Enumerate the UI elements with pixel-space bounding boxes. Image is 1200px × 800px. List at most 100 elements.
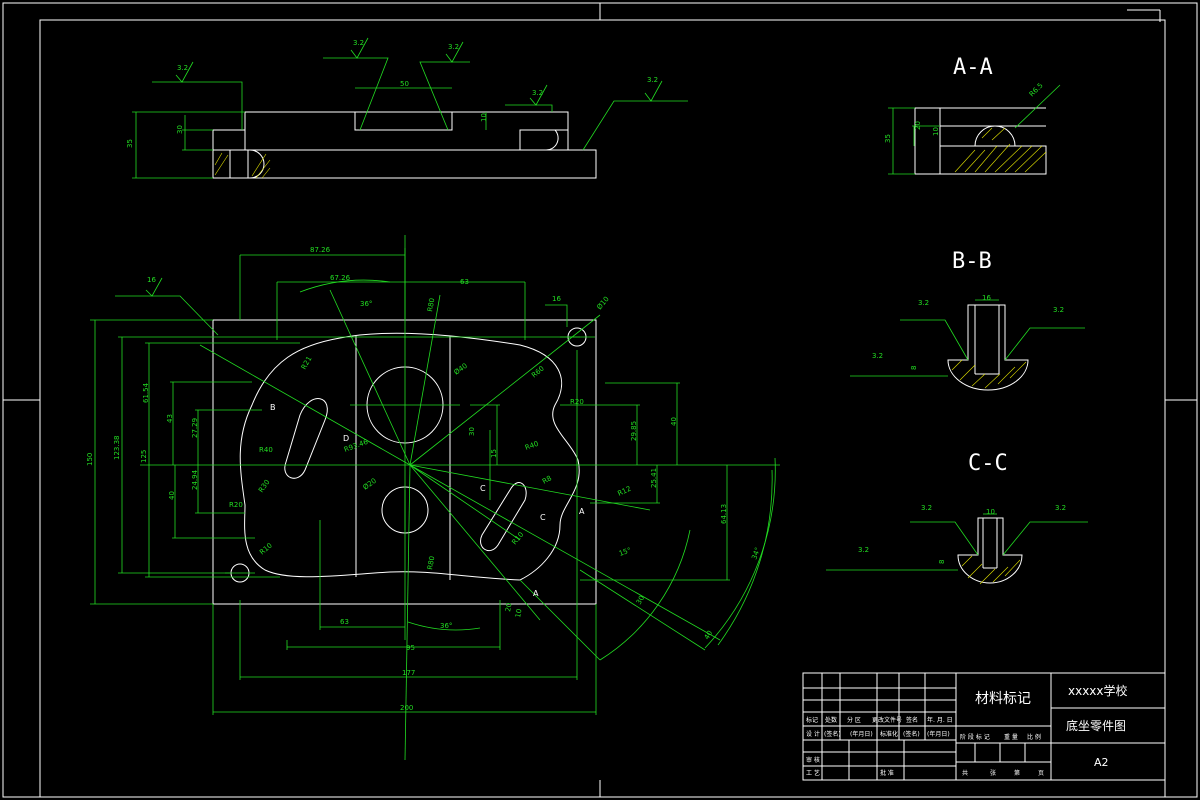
left-dims (90, 319, 580, 605)
dim-27: 27.29 (191, 418, 199, 438)
title-block: 材料标记 xxxxx学校 底坐零件图 A2 标记 处数 分 区 更改文件号 签名… (802, 672, 1166, 781)
tb-standard-date: (年月日) (927, 730, 950, 738)
label-phi40: Ø40 (453, 362, 469, 377)
label-r10b: R10 (510, 531, 525, 547)
paper-size: A2 (1094, 756, 1109, 769)
c-rough-1: 3.2 (921, 504, 932, 512)
dim-10: 10 (480, 113, 488, 122)
tb-date: 年. 月. 日 (927, 716, 953, 724)
section-mark-c2: C (540, 513, 546, 522)
section-mark-a2: A (533, 589, 539, 598)
dim-30: 30 (176, 125, 184, 134)
dim-150: 150 (86, 453, 94, 466)
b-dim-16: 16 (982, 294, 991, 302)
right-dims (470, 382, 730, 581)
a-dim-35: 35 (884, 134, 892, 143)
label-r40b: R40 (524, 440, 540, 452)
dim-30b: 30 (635, 594, 646, 606)
b-rough-1: 3.2 (918, 299, 929, 307)
label-r80: R80 (426, 297, 436, 312)
label-r80b: R80 (426, 555, 436, 570)
tb-sheets: 张 (990, 769, 996, 777)
dim-50: 50 (400, 80, 409, 88)
top-hatch (214, 152, 271, 179)
dim-43: 43 (166, 414, 174, 423)
base-plate (212, 319, 597, 605)
c-dim-10: 10 (986, 508, 995, 516)
section-mark-a: A (579, 507, 585, 516)
dim-177: 177 (402, 669, 415, 677)
slot-left (284, 398, 328, 479)
tb-zone: 分 区 (847, 716, 861, 724)
section-b-b: B-B 16 3.2 3.2 3.2 8 (850, 249, 1085, 391)
bottom-dims (212, 350, 597, 715)
inner-frame (39, 19, 1166, 798)
rough-2: 3.2 (353, 39, 364, 47)
rough-1: 3.2 (177, 64, 188, 72)
tb-review: 审 核 (806, 756, 820, 764)
a-dim-r: R6.5 (1028, 81, 1045, 98)
section-mark-b: B (270, 403, 276, 412)
label-r12: R12 (616, 485, 632, 498)
dim-95: 95 (406, 644, 415, 652)
rough-3: 3.2 (448, 43, 459, 51)
tb-total: 共 (962, 769, 968, 777)
label-phi20: Ø20 (362, 477, 378, 492)
tb-standard-sign: (签名) (903, 730, 920, 738)
dim-40-left: 40 (168, 491, 176, 500)
label-r8: R8 (541, 474, 553, 486)
dim-64: 64.13 (720, 504, 728, 524)
c-rough-2: 3.2 (1055, 504, 1066, 512)
label-r21: R21 (300, 355, 314, 371)
a-dim-10: 10 (932, 127, 940, 136)
dim-10: 10 (514, 608, 523, 618)
dim-20: 20 (504, 602, 513, 612)
dim-200: 200 (400, 704, 413, 712)
tb-change: 更改文件号 (872, 716, 902, 724)
tb-page: 页 (1038, 770, 1044, 777)
section-title-a: A-A (953, 55, 993, 80)
b-rough-2: 3.2 (1053, 306, 1064, 314)
dim-123: 123.38 (113, 436, 121, 461)
b-dim-8: 8 (910, 366, 918, 370)
tb-approve: 批 准 (880, 769, 894, 777)
c-rough-3: 3.2 (858, 546, 869, 554)
tb-design-sign: (签名) (824, 730, 841, 738)
dim-40b: 40 (703, 629, 714, 641)
dim-40-right: 40 (670, 417, 678, 426)
main-view: 87.26 67.26 63 16 16 150 123.38 125 61. (86, 235, 780, 761)
dim-15: 15 (490, 449, 498, 458)
dim-24: 24.94 (191, 469, 199, 490)
section-mark-d: D (343, 434, 349, 443)
label-r40: R40 (259, 446, 273, 454)
dim-87: 87.26 (310, 246, 331, 254)
section-title-b: B-B (952, 249, 992, 274)
tb-count: 处数 (825, 716, 837, 724)
label-phi10: Ø10 (595, 295, 610, 311)
angle-36-top: 36° (360, 300, 372, 308)
material-mark: 材料标记 (975, 691, 1031, 707)
section-c-c: C-C 10 3.2 3.2 3.2 8 (826, 451, 1088, 585)
school-name: xxxxx学校 (1068, 683, 1128, 698)
a-dim-20: 20 (914, 121, 922, 130)
tb-design-date: (年月日) (850, 730, 873, 738)
label-r20b: R20 (570, 398, 584, 406)
dim-61: 61.54 (142, 382, 150, 403)
rough-4: 3.2 (532, 89, 543, 97)
section-mark-c: C (480, 484, 486, 493)
dim-16-left: 16 (147, 276, 156, 284)
top-dims (239, 248, 526, 340)
tb-number: 第 (1014, 769, 1020, 777)
tb-process: 工 艺 (806, 769, 820, 777)
pocket-outline (239, 332, 580, 581)
tb-sign: 签名 (906, 716, 918, 724)
b-rough-3: 3.2 (872, 352, 883, 360)
tb-standard: 标准化 (880, 730, 898, 738)
dim-25: 25.41 (650, 468, 658, 488)
tb-mark: 标记 (806, 716, 818, 724)
drawing-name: 底坐零件图 (1066, 718, 1126, 733)
top-view: 35 30 50 10 3.2 3.2 3.2 3.2 3.2 (126, 37, 688, 179)
construction-lines (140, 235, 780, 761)
